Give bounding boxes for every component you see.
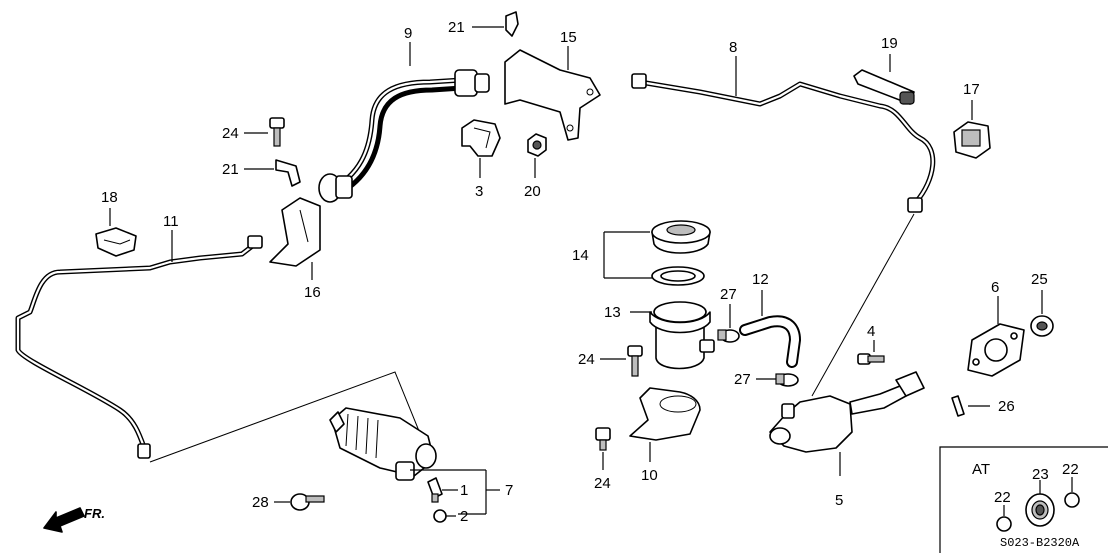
- callout-9: 9: [404, 25, 412, 42]
- callout-7: 7: [505, 482, 513, 499]
- callout-16: 16: [304, 284, 321, 301]
- callout-25: 25: [1031, 271, 1048, 288]
- front-direction-arrow: [43, 507, 85, 533]
- part-4-bolt: [857, 353, 885, 365]
- callout-17: 17: [963, 81, 980, 98]
- part-12-hose: [739, 315, 801, 368]
- part-18-clamp: [95, 227, 137, 257]
- part-2-cap: [433, 509, 447, 523]
- callout-27-lower: 27: [734, 371, 751, 388]
- callout-5: 5: [835, 492, 843, 509]
- callout-2: 2: [460, 508, 468, 525]
- at-inset-box: [939, 446, 1108, 553]
- part-22-nut-right: [1064, 492, 1080, 508]
- callout-13: 13: [604, 304, 621, 321]
- callout-12: 12: [752, 271, 769, 288]
- callout-24-top: 24: [222, 125, 239, 142]
- part-7-slave-cylinder: [329, 407, 437, 481]
- part-9-clutch-hose: [318, 69, 490, 203]
- part-24-bolt-middle: [627, 345, 643, 377]
- part-27-clamp-lower: [775, 373, 799, 387]
- callout-20: 20: [524, 183, 541, 200]
- inset-title: AT: [972, 461, 990, 478]
- part-11-clutch-pipe: [15, 235, 263, 459]
- part-16-bracket: [269, 197, 321, 267]
- part-25-nut: [1030, 315, 1054, 337]
- callout-28: 28: [252, 494, 269, 511]
- callout-4: 4: [867, 323, 875, 340]
- part-5-master-cylinder: [769, 371, 925, 453]
- callout-18: 18: [101, 189, 118, 206]
- callout-19: 19: [881, 35, 898, 52]
- part-24-bolt-lower: [595, 427, 611, 451]
- part-19-pipe: [853, 69, 915, 105]
- part-8-clutch-pipe: [631, 73, 936, 213]
- callout-26: 26: [998, 398, 1015, 415]
- callout-8: 8: [729, 39, 737, 56]
- callout-15: 15: [560, 29, 577, 46]
- callout-22-right: 22: [1062, 461, 1079, 478]
- callout-3: 3: [475, 183, 483, 200]
- part-6-gasket: [967, 323, 1025, 377]
- callout-21-top: 21: [448, 19, 465, 36]
- part-23-bushing: [1025, 493, 1055, 527]
- part-22-nut-left: [996, 516, 1012, 532]
- part-1-bleeder: [427, 477, 443, 503]
- callout-24-middle: 24: [578, 351, 595, 368]
- part-27-clamp-upper: [717, 329, 740, 343]
- part-21-clip-left: [275, 159, 301, 187]
- part-10-bracket: [629, 387, 701, 441]
- part-26-pin: [951, 395, 965, 417]
- callout-10: 10: [641, 467, 658, 484]
- part-20-nut: [527, 133, 547, 157]
- part-14-reservoir-cap: [651, 220, 711, 286]
- callout-23: 23: [1032, 466, 1049, 483]
- diagram-code: S023-B2320A: [1000, 536, 1080, 550]
- part-21-clip-top: [505, 11, 519, 37]
- callout-14: 14: [572, 247, 589, 264]
- direction-label: FR.: [84, 506, 105, 521]
- part-3-clamp: [461, 119, 501, 157]
- callout-22-left: 22: [994, 489, 1011, 506]
- part-13-reservoir: [649, 301, 715, 370]
- callout-11: 11: [163, 213, 179, 230]
- callout-27-upper: 27: [720, 286, 737, 303]
- part-28-bolt: [290, 493, 325, 511]
- callout-21-left: 21: [222, 161, 239, 178]
- part-15-bracket: [504, 49, 601, 141]
- part-17-clamp: [953, 121, 991, 159]
- part-24-bolt-top: [269, 117, 285, 147]
- callout-6: 6: [991, 279, 999, 296]
- callout-1: 1: [460, 482, 468, 499]
- callout-24-lower: 24: [594, 475, 611, 492]
